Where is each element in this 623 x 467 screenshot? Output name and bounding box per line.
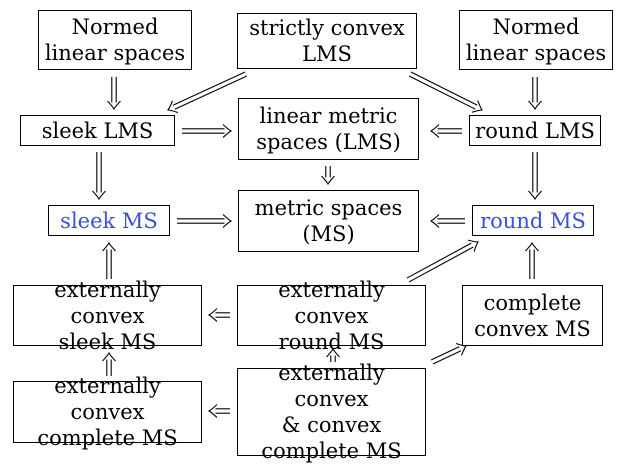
arrow-linear-metric-spaces-to-metric-spaces <box>321 166 335 186</box>
arrow-head <box>429 124 440 138</box>
node-label: complete convex MS <box>474 290 591 341</box>
arrow-shaft <box>174 75 248 110</box>
node-label: externally convex & convex complete MS <box>261 361 402 463</box>
node-label: round LMS <box>475 118 595 143</box>
arrow-round-lms-to-round-ms <box>528 152 542 201</box>
arrow-round-lms-to-linear-metric-spaces <box>429 124 462 138</box>
arrow-shaft <box>408 246 474 283</box>
arrow-head <box>92 190 106 201</box>
node-externally-convex-sleek-ms: externally convex sleek MS <box>13 278 202 354</box>
arrow-shaft <box>430 346 460 361</box>
arrow-normed-left-to-sleek-lms <box>107 77 121 111</box>
node-label: sleek MS <box>60 208 158 233</box>
arrow-shaft <box>406 242 472 279</box>
arrow-head <box>321 175 335 186</box>
arrow-head <box>471 100 483 113</box>
arrow-round-ms-to-metric-spaces <box>429 214 465 228</box>
arrow-ext-convex-round-ms-to-ext-convex-sleek-ms <box>207 308 230 322</box>
arrow-head <box>528 190 542 201</box>
arrow-strictly-convex-lms-to-sleek-lms <box>167 71 248 114</box>
arrow-head <box>207 308 218 322</box>
arrow-ext-convex-convex-complete-ms-to-ext-convex-complete-ms <box>207 404 230 418</box>
arrow-ext-convex-round-ms-to-round-ms <box>406 239 479 283</box>
node-round-ms: round MS <box>472 205 594 236</box>
node-label: Normed linear spaces <box>465 15 607 65</box>
arrow-head <box>207 404 218 418</box>
node-sleek-ms: sleek MS <box>48 205 170 236</box>
node-sleek-lms: sleek LMS <box>20 115 175 146</box>
arrow-ext-convex-convex-complete-ms-to-ext-convex-round-ms <box>326 347 340 362</box>
node-label: sleek LMS <box>41 118 154 143</box>
node-strictly-convex-lms: strictly convex LMS <box>237 13 417 69</box>
node-externally-convex-complete-ms: externally convex complete MS <box>13 374 202 450</box>
node-complete-convex-ms: complete convex MS <box>462 285 603 346</box>
node-label: Normed linear spaces <box>44 15 186 65</box>
arrow-head <box>525 241 539 252</box>
arrow-head <box>102 241 116 252</box>
node-label: linear metric spaces (LMS) <box>256 104 401 154</box>
arrow-head <box>222 214 233 228</box>
node-label: round MS <box>480 208 586 233</box>
node-externally-convex-round-ms: externally convex round MS <box>237 278 426 354</box>
arrow-head <box>222 124 233 138</box>
arrow-head <box>467 239 479 252</box>
arrow-head <box>429 214 440 228</box>
arrow-ext-convex-sleek-ms-to-sleek-ms <box>102 241 116 279</box>
arrow-sleek-ms-to-metric-spaces <box>177 214 233 228</box>
arrow-shaft <box>408 75 476 110</box>
node-normed-left: Normed linear spaces <box>38 10 192 70</box>
node-label: externally convex complete MS <box>37 374 178 450</box>
node-label: externally convex sleek MS <box>54 277 161 354</box>
node-normed-right: Normed linear spaces <box>459 10 613 70</box>
arrow-head <box>102 351 116 362</box>
node-label: externally convex round MS <box>278 277 385 354</box>
arrow-normed-right-to-round-lms <box>528 77 542 111</box>
arrow-ext-convex-convex-complete-ms-to-complete-convex-ms <box>430 343 467 365</box>
node-externally-convex-and-convex-complete-ms: externally convex & convex complete MS <box>237 361 426 463</box>
node-label: metric spaces (MS) <box>254 196 403 246</box>
arrow-shaft <box>432 350 462 365</box>
arrow-head <box>528 100 542 111</box>
arrow-strictly-convex-lms-to-round-lms <box>408 71 483 113</box>
arrow-head <box>455 343 467 356</box>
arrow-sleek-lms-to-linear-metric-spaces <box>182 124 233 138</box>
node-metric-spaces: metric spaces (MS) <box>238 190 419 252</box>
arrow-shaft <box>410 71 478 106</box>
arrow-head <box>107 100 121 111</box>
node-round-lms: round LMS <box>469 115 601 146</box>
arrow-shaft <box>172 71 246 106</box>
node-label: strictly convex LMS <box>249 16 405 66</box>
arrow-head <box>167 100 179 114</box>
node-linear-metric-spaces: linear metric spaces (LMS) <box>238 98 419 160</box>
arrow-head <box>326 347 340 358</box>
arrow-complete-convex-ms-to-round-ms <box>525 241 539 279</box>
arrow-sleek-lms-to-sleek-ms <box>92 152 106 201</box>
arrow-ext-convex-complete-ms-to-ext-convex-sleek-ms <box>102 351 116 376</box>
